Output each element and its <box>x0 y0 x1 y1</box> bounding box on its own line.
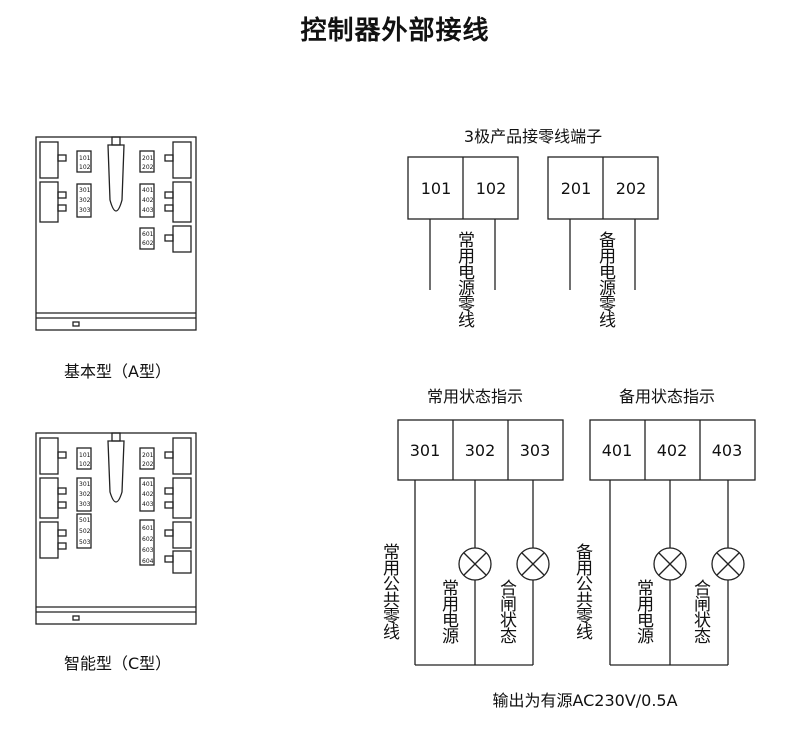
terminal-401: 401 <box>602 441 633 460</box>
panel-a-term: 101 <box>79 155 91 162</box>
terminal-102: 102 <box>476 179 507 198</box>
terminal-303: 303 <box>520 441 551 460</box>
panel-c-term: 202 <box>142 461 154 468</box>
neutral-terminals <box>407 156 659 290</box>
panel-a-caption: 基本型（A型） <box>64 362 171 381</box>
panel-a-term: 403 <box>142 207 154 214</box>
panel-a-term: 303 <box>79 207 91 214</box>
panel-c-term: 501 <box>79 517 91 524</box>
backup-neutral-label: 备用电源零线 <box>595 231 615 327</box>
panel-c-term: 502 <box>79 528 91 535</box>
terminal-101: 101 <box>421 179 452 198</box>
backup-closed-label: 合闸状态 <box>690 579 710 643</box>
panel-c-term: 102 <box>79 461 91 468</box>
panel-a-term: 602 <box>142 240 154 247</box>
panel-a-term: 301 <box>79 187 91 194</box>
terminal-302: 302 <box>465 441 496 460</box>
terminal-301: 301 <box>410 441 441 460</box>
backup-source-label: 常用电源 <box>633 579 653 643</box>
panel-c-term: 603 <box>142 547 154 554</box>
panel-c-term: 302 <box>79 491 91 498</box>
neutral-section-title: 3极产品接零线端子 <box>464 127 602 146</box>
panel-c-term: 604 <box>142 558 154 565</box>
normal-closed-label: 合闸状态 <box>496 579 516 643</box>
panel-c-term: 403 <box>142 501 154 508</box>
normal-common-neutral-label: 常用公共零线 <box>379 543 399 639</box>
backup-status-wiring <box>589 419 756 666</box>
panel-c-term: 101 <box>79 452 91 459</box>
output-note: 输出为有源AC230V/0.5A <box>492 691 677 710</box>
panel-c-term: 401 <box>142 481 154 488</box>
normal-neutral-label: 常用电源零线 <box>454 231 474 327</box>
terminal-202: 202 <box>616 179 647 198</box>
normal-status-wiring <box>397 419 564 666</box>
panel-a-term: 102 <box>79 164 91 171</box>
page-title: 控制器外部接线 <box>300 16 490 46</box>
panel-c-term: 503 <box>79 539 91 546</box>
panel-c-term: 303 <box>79 501 91 508</box>
panel-c-term: 601 <box>142 525 154 532</box>
panel-a-term: 402 <box>142 197 154 204</box>
panel-c-term: 301 <box>79 481 91 488</box>
panel-a-term: 302 <box>79 197 91 204</box>
terminal-201: 201 <box>561 179 592 198</box>
panel-c-drawing <box>35 432 197 625</box>
panel-a-term: 201 <box>142 155 154 162</box>
panel-a-term: 601 <box>142 231 154 238</box>
normal-source-label: 常用电源 <box>438 579 458 643</box>
panel-a-term: 202 <box>142 164 154 171</box>
panel-a-drawing <box>35 136 197 331</box>
backup-common-neutral-label: 备用公共零线 <box>572 543 592 639</box>
normal-status-title: 常用状态指示 <box>427 387 523 406</box>
terminal-402: 402 <box>657 441 688 460</box>
backup-status-title: 备用状态指示 <box>619 387 715 406</box>
panel-c-caption: 智能型（C型） <box>64 654 172 673</box>
panel-c-term: 602 <box>142 536 154 543</box>
panel-c-term: 402 <box>142 491 154 498</box>
panel-a-term: 401 <box>142 187 154 194</box>
terminal-403: 403 <box>712 441 743 460</box>
panel-c-term: 201 <box>142 452 154 459</box>
